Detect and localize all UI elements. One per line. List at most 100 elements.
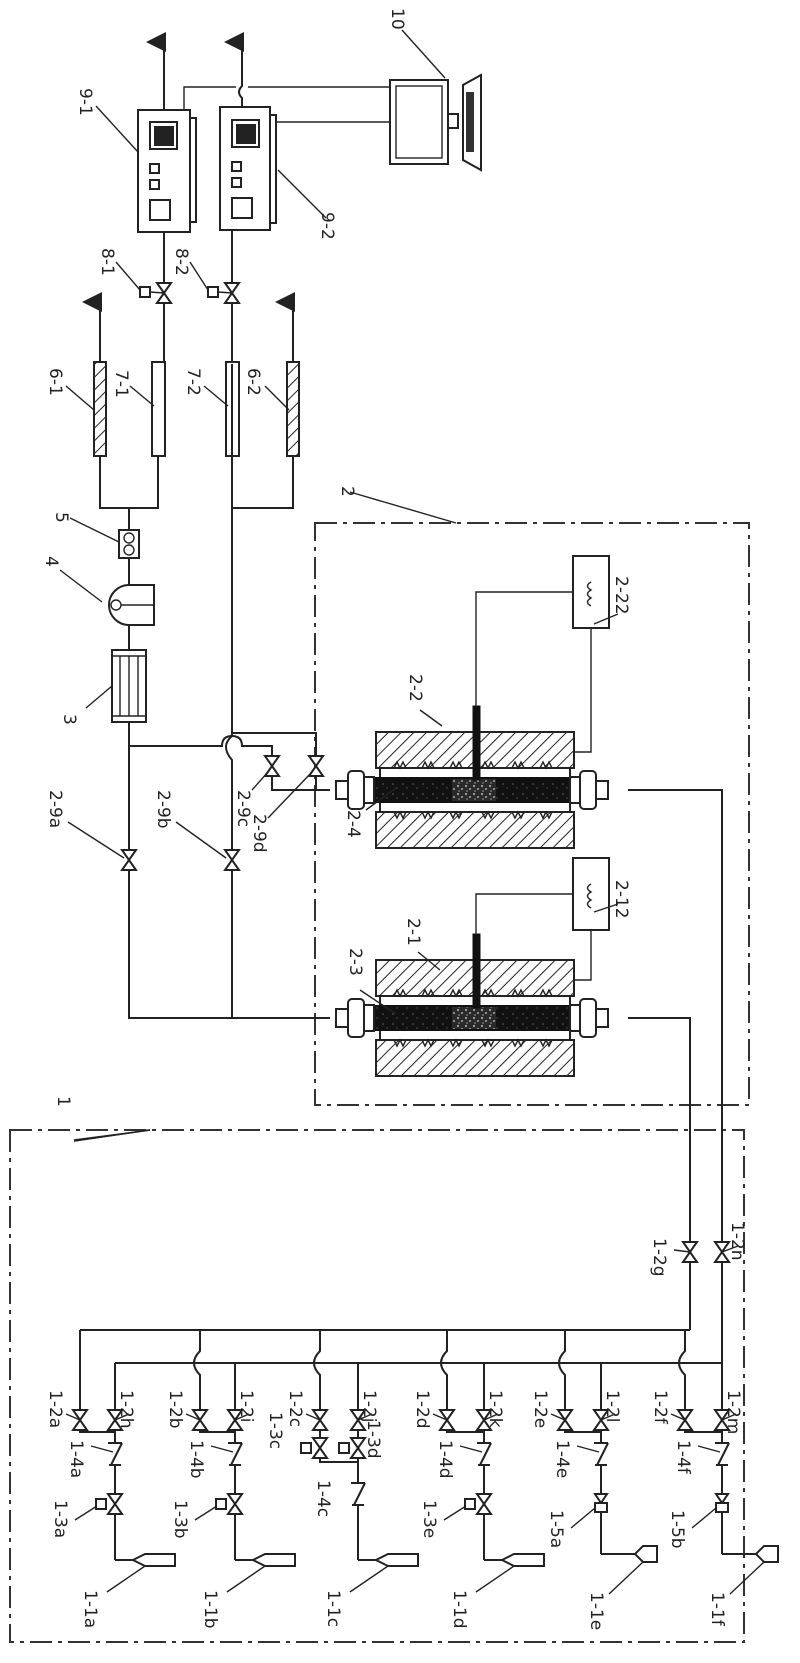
label-manifold-valve: 1-2d bbox=[412, 1390, 432, 1429]
pipe-column-a bbox=[193, 1330, 201, 1410]
label-outlet-valve: 1-2n bbox=[727, 1222, 747, 1261]
check-valve bbox=[228, 1442, 243, 1466]
thermocouple-wire bbox=[475, 591, 573, 706]
label-check-valve: 1-4a bbox=[66, 1440, 86, 1478]
solenoid-valve bbox=[475, 1493, 493, 1515]
label-tube-2-3: 2-3 bbox=[345, 948, 365, 976]
label-solenoid-valve: 1-3b bbox=[170, 1500, 190, 1539]
fitting-nut-large bbox=[347, 770, 365, 810]
heating-coil-icon bbox=[481, 810, 495, 820]
label-filter-6-1: 6-1 bbox=[45, 368, 65, 396]
label-manifold-valve: 1-2e bbox=[530, 1390, 550, 1428]
label-filter-6-2: 6-2 bbox=[243, 368, 263, 396]
valve-8-1: 8-1 bbox=[97, 232, 173, 364]
label-manifold-valve: 1-2l bbox=[602, 1390, 622, 1423]
pipe-reactor-2-outlet bbox=[628, 789, 723, 1300]
solenoid-actuator-icon bbox=[338, 1442, 350, 1454]
pump-5: 5 bbox=[51, 508, 140, 559]
solenoid-valve bbox=[106, 1493, 124, 1515]
label-outlet-valve: 1-2g bbox=[649, 1238, 669, 1277]
heating-coil-icon bbox=[421, 760, 435, 770]
temperature-controller bbox=[572, 857, 610, 931]
regulator-body bbox=[594, 1502, 608, 1513]
check-valve bbox=[715, 1442, 730, 1466]
heating-coil-icon bbox=[393, 810, 407, 820]
gas-analyzer-9-1: 9-1 bbox=[75, 32, 197, 233]
catalyst-bed bbox=[452, 779, 496, 801]
fitting-collar bbox=[363, 1004, 375, 1032]
fitting-nut-small bbox=[595, 780, 609, 800]
valve-2-9a: 2-9a bbox=[45, 790, 138, 871]
check-valve bbox=[108, 1442, 123, 1466]
label-manifold-valve: 1-2a bbox=[45, 1390, 65, 1428]
label-manifold-valve: 1-2j bbox=[359, 1390, 379, 1423]
label-check-valve: 1-4b bbox=[186, 1440, 206, 1479]
label-solenoid-valve: 1-3e bbox=[419, 1500, 439, 1538]
pipe-column-a bbox=[313, 1330, 321, 1410]
heating-coil-icon bbox=[511, 1038, 525, 1048]
pipe-join bbox=[319, 1458, 359, 1463]
condenser-4: 4 bbox=[41, 556, 155, 626]
fitting-nut-large bbox=[579, 998, 597, 1038]
label-solenoid-valve: 1-3a bbox=[50, 1500, 70, 1538]
label-valve-2-9c: 2-9c bbox=[233, 790, 253, 827]
pipe-join bbox=[199, 1430, 236, 1433]
label-valve-2-9b: 2-9b bbox=[153, 790, 173, 829]
label-tube-2-4: 2-4 bbox=[343, 810, 363, 838]
label-flowmeter-7-1: 7-1 bbox=[111, 370, 131, 398]
filter-6-1: 6-1 bbox=[45, 292, 107, 457]
pipe-join bbox=[446, 1430, 485, 1433]
solenoid-actuator-icon bbox=[300, 1442, 312, 1454]
label-manifold-valve: 1-2b bbox=[165, 1390, 185, 1429]
check-valve bbox=[594, 1442, 609, 1466]
gas-cylinder-icon bbox=[499, 1553, 545, 1567]
label-gas-cylinder: 1-1e bbox=[586, 1592, 606, 1630]
fitting-nut-small bbox=[595, 1008, 609, 1028]
heating-coil-icon bbox=[511, 810, 525, 820]
dryer-3: 3 bbox=[59, 625, 147, 725]
temperature-controller bbox=[572, 555, 610, 629]
label-valve-2-9d: 2-9d bbox=[249, 814, 269, 853]
solenoid-actuator-icon bbox=[95, 1498, 107, 1510]
label-check-valve: 1-4d bbox=[435, 1440, 455, 1479]
label-dryer-3: 3 bbox=[59, 714, 79, 725]
pipe-column-a bbox=[678, 1330, 686, 1410]
fitting-nut-large bbox=[579, 770, 597, 810]
regulator-icon bbox=[714, 1493, 730, 1505]
label-furnace-2-1: 2-1 bbox=[403, 918, 423, 946]
valve-2-9b: 2-9b bbox=[153, 790, 241, 871]
thermocouple bbox=[472, 933, 481, 1009]
heating-coil-icon bbox=[511, 760, 525, 770]
valve-2-9c: 2-9c bbox=[233, 755, 281, 827]
fitting-collar bbox=[569, 1004, 581, 1032]
reactor-labels: 2-2 2-4 2-22 2-1 2-3 2-12 bbox=[343, 576, 631, 1015]
controller-wave-icon bbox=[586, 581, 593, 607]
regulator-body bbox=[715, 1502, 729, 1513]
module-2-boundary: 2 bbox=[314, 486, 750, 1106]
label-gas-cylinder: 1-1d bbox=[449, 1590, 469, 1629]
heating-coil-icon bbox=[393, 988, 407, 998]
controller-wave-icon bbox=[586, 883, 593, 909]
fitting-nut-small bbox=[335, 1008, 349, 1028]
valve-2-9d: 2-9d bbox=[249, 755, 325, 853]
label-controller-2-12: 2-12 bbox=[611, 880, 631, 919]
label-controller-2-22: 2-22 bbox=[611, 576, 631, 615]
label-module-2: 2 bbox=[337, 486, 357, 497]
pipe-hop bbox=[225, 735, 233, 770]
computer-10: 10 bbox=[387, 8, 482, 172]
heating-coil-icon bbox=[539, 1038, 553, 1048]
catalyst-bed bbox=[452, 1007, 496, 1029]
pipe-join bbox=[79, 1430, 116, 1433]
label-gas-cylinder: 1-1a bbox=[80, 1590, 100, 1628]
pipe-branch-2 bbox=[231, 456, 294, 509]
pipe-crossover-2 bbox=[231, 732, 317, 760]
heating-coil-icon bbox=[421, 810, 435, 820]
valve-8-2: 8-2 bbox=[171, 230, 241, 364]
heating-coil-icon bbox=[539, 810, 553, 820]
label-analyzer-9-2: 9-2 bbox=[317, 212, 337, 240]
heater-strip-lower bbox=[379, 801, 571, 813]
label-condenser-4: 4 bbox=[41, 556, 61, 567]
heating-coil-icon bbox=[421, 1038, 435, 1048]
